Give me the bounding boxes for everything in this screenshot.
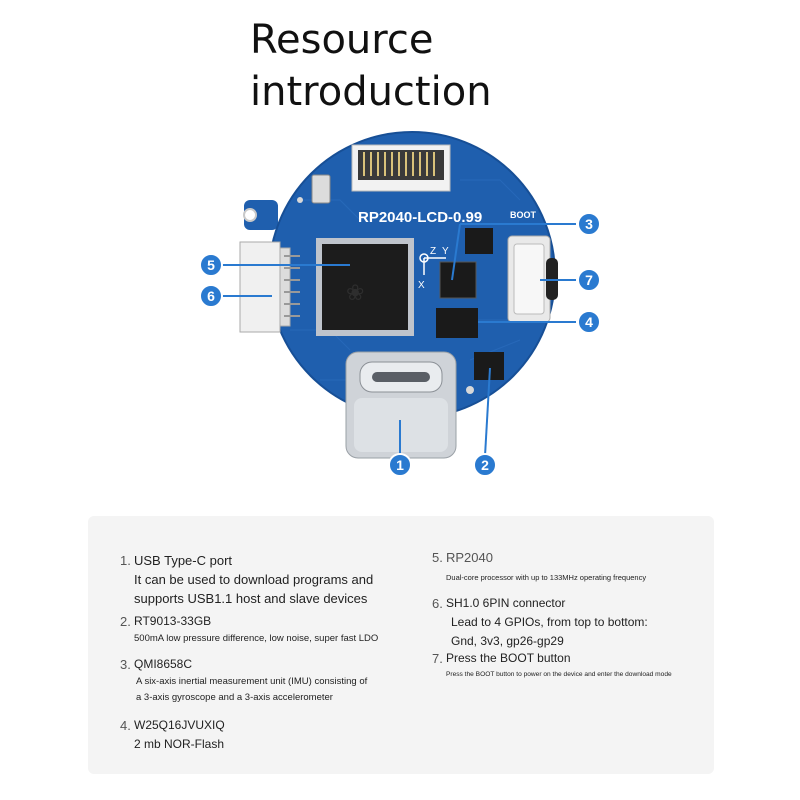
item-3: 3. QMI8658C A six-axis inertial measurem… (120, 655, 424, 706)
item-number: 3. (120, 657, 131, 672)
svg-text:3: 3 (585, 216, 593, 232)
item-number: 1. (120, 553, 131, 568)
callout-2: 2 (473, 453, 497, 477)
imu-axis-marker: Z Y X (418, 246, 449, 291)
item-heading: SH1.0 6PIN connector (446, 596, 566, 610)
item-desc-1: 2 mb NOR-Flash (134, 737, 225, 751)
callout-lines (222, 223, 576, 457)
page-title: Resource introduction (250, 14, 492, 118)
item-desc-2: supports USB1.1 host and slave devices (134, 591, 368, 606)
item-desc-1: Dual-core processor with up to 133MHz op… (446, 573, 647, 582)
callout-3: 3 (577, 212, 601, 236)
imu-chip (439, 261, 477, 299)
callout-markers: 1 2 3 4 5 6 7 (199, 212, 601, 477)
title-line-2: introduction (250, 69, 492, 115)
item-number: 7. (432, 651, 443, 666)
item-number: 6. (432, 596, 443, 611)
svg-text:5: 5 (207, 257, 215, 273)
item-desc-1: 500mA low pressure difference, low noise… (134, 633, 379, 644)
board-diagram: RP2040-LCD-0.99 BOOT ❀ Z Y X (199, 131, 601, 477)
callout-7: 7 (577, 268, 601, 292)
item-desc-2: a 3-axis gyroscope and a 3-axis accelero… (136, 692, 333, 703)
boot-button (507, 235, 558, 323)
item-desc-2: Gnd, 3v3, gp26-gp29 (451, 634, 564, 648)
svg-text:6: 6 (207, 288, 215, 304)
svg-text:1: 1 (396, 457, 404, 473)
svg-text:4: 4 (585, 314, 593, 330)
item-heading: RP2040 (446, 550, 493, 565)
callout-1: 1 (388, 453, 412, 477)
item-number: 2. (120, 614, 131, 629)
svg-text:7: 7 (585, 272, 593, 288)
item-7: 7. Press the BOOT button Press the BOOT … (432, 649, 708, 682)
item-5: 5. RP2040 Dual-core processor with up to… (432, 548, 706, 585)
flash-chip (436, 308, 478, 338)
callout-6: 6 (199, 284, 223, 308)
rp2040-chip: ❀ (316, 238, 414, 336)
sh1-6pin-connector (239, 241, 300, 333)
callout-4: 4 (577, 310, 601, 334)
item-desc-1: It can be used to download programs and (134, 572, 374, 587)
item-desc-1: Lead to 4 GPIOs, from top to bottom: (451, 615, 648, 629)
axis-x-label: X (418, 280, 425, 291)
axis-y-label: Y (442, 246, 449, 257)
crystal-component (311, 174, 331, 204)
item-desc-1: A six-axis inertial measurement unit (IM… (136, 676, 368, 687)
lcd-fpc-connector (351, 144, 451, 192)
item-2: 2. RT9013-33GB 500mA low pressure differ… (120, 612, 424, 647)
item-heading: RT9013-33GB (134, 614, 212, 628)
item-6: 6. SH1.0 6PIN connector Lead to 4 GPIOs,… (432, 594, 706, 651)
item-heading: Press the BOOT button (446, 651, 571, 665)
item-heading: QMI8658C (134, 657, 193, 671)
title-line-1: Resource (250, 17, 434, 63)
item-number: 5. (432, 550, 443, 565)
item-heading: USB Type-C port (134, 553, 233, 568)
item-number: 4. (120, 718, 131, 733)
item-1: 1. USB Type-C port It can be used to dow… (120, 551, 414, 608)
item-heading: W25Q16JVUXIQ (134, 718, 225, 732)
item-4: 4. W25Q16JVUXIQ 2 mb NOR-Flash (120, 716, 424, 754)
axis-z-label: Z (430, 246, 436, 257)
callout-5: 5 (199, 253, 223, 277)
item-desc-1: Press the BOOT button to power on the de… (446, 671, 672, 678)
boot-label: BOOT (510, 210, 537, 220)
svg-text:❀: ❀ (346, 281, 364, 306)
svg-text:2: 2 (481, 457, 489, 473)
board-name-label: RP2040-LCD-0.99 (358, 209, 482, 226)
description-panel (88, 516, 714, 774)
small-ic (465, 228, 493, 254)
